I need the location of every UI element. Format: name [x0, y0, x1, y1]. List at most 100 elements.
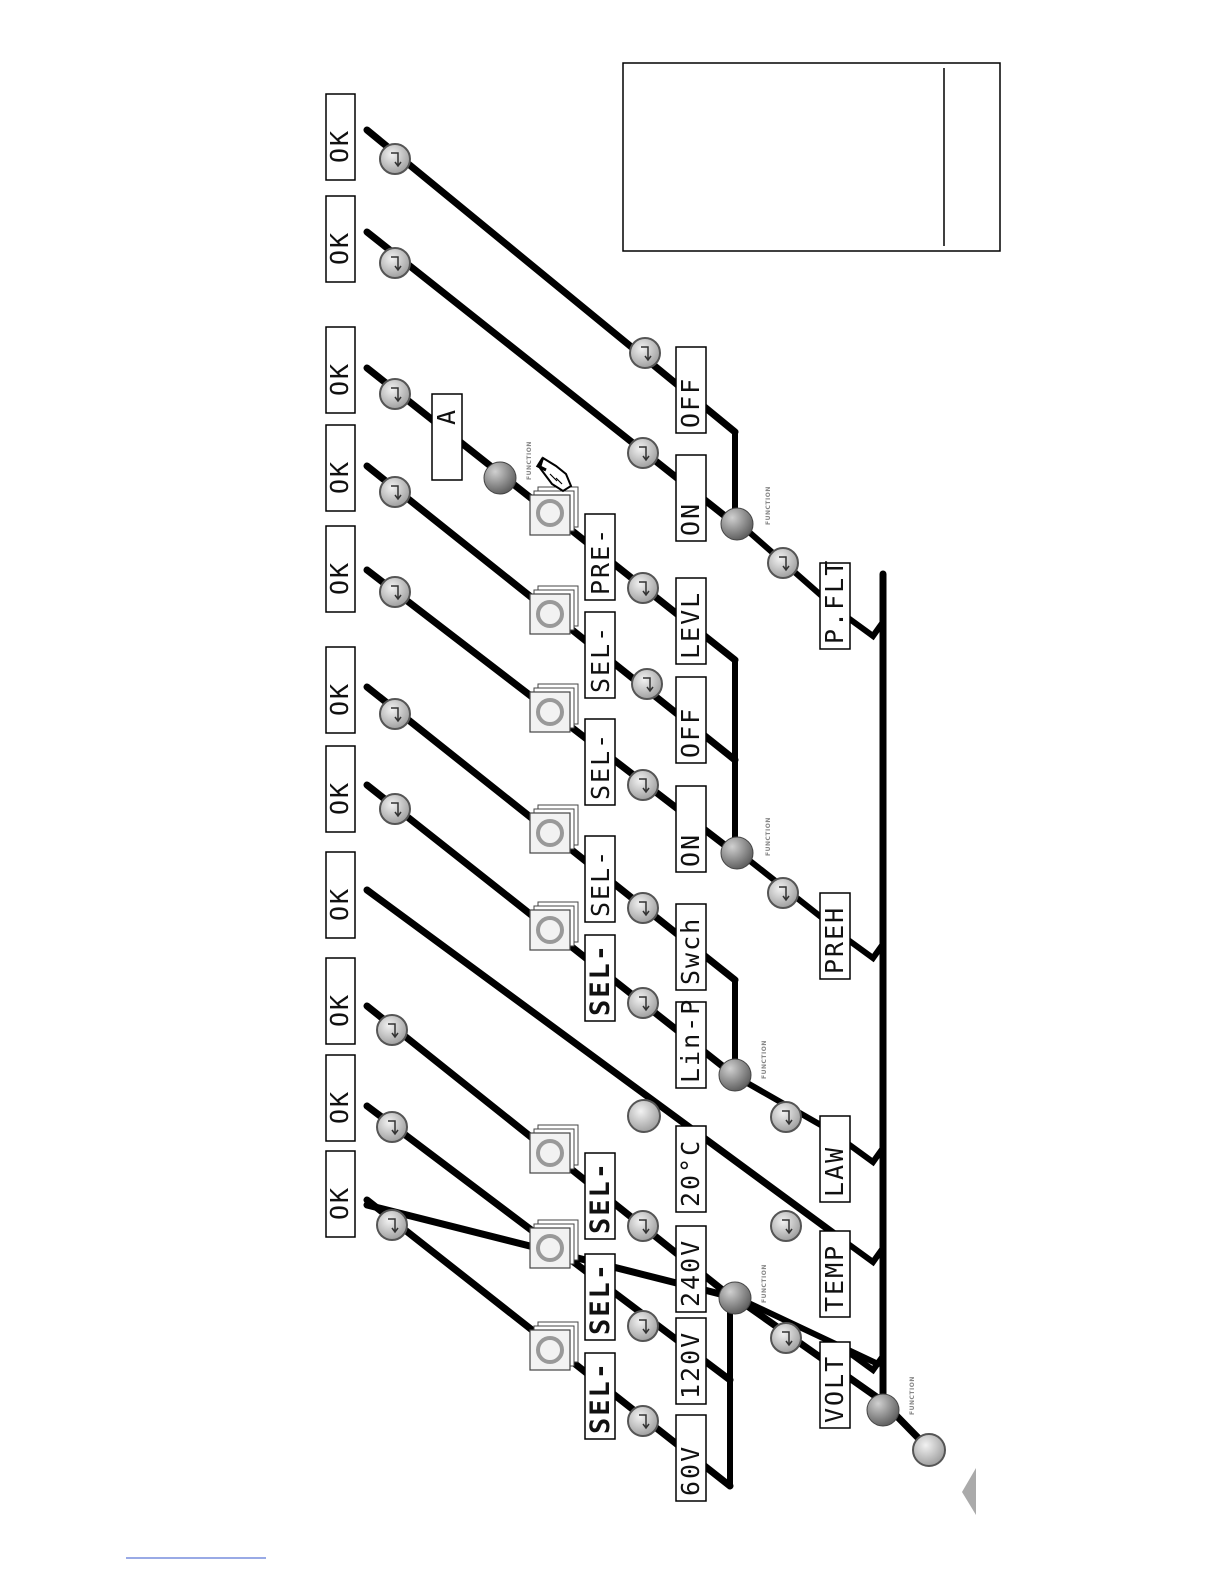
enter-button[interactable]	[771, 1211, 801, 1241]
preh-off-display: OFF	[676, 677, 706, 763]
enter-button[interactable]	[377, 1210, 407, 1240]
svg-text:OK: OK	[325, 362, 354, 396]
enter-button[interactable]	[628, 770, 658, 800]
svg-text:TEMP: TEMP	[820, 1244, 849, 1312]
enter-button[interactable]	[380, 794, 410, 824]
option-60v-display: 60V	[676, 1415, 706, 1501]
start-button[interactable]	[913, 1434, 945, 1466]
enter-button[interactable]	[628, 1211, 658, 1241]
enter-button[interactable]	[768, 548, 798, 578]
svg-text:OK: OK	[325, 1090, 354, 1124]
enter-button[interactable]	[380, 699, 410, 729]
enter-button[interactable]	[380, 379, 410, 409]
svg-text:P.FLT: P.FLT	[820, 559, 849, 644]
select-button[interactable]	[530, 1322, 578, 1370]
law-select-display: SEL-	[585, 935, 616, 1021]
enter-button[interactable]	[380, 577, 410, 607]
function-knob[interactable]: FUNCTION	[721, 817, 772, 869]
svg-text:FUNCTION: FUNCTION	[909, 1376, 916, 1415]
ok-display: OK	[325, 526, 355, 612]
select-button[interactable]	[530, 487, 578, 535]
function-knob[interactable]: FUNCTION	[719, 1040, 768, 1091]
select-button[interactable]	[530, 586, 578, 634]
menu-volt-display: VOLT	[820, 1342, 850, 1428]
svg-text:OFF: OFF	[676, 377, 705, 428]
enter-button[interactable]	[630, 338, 660, 368]
enter-button[interactable]	[380, 477, 410, 507]
enter-button[interactable]	[380, 144, 410, 174]
plain-button[interactable]	[628, 1100, 660, 1132]
enter-button[interactable]	[628, 1311, 658, 1341]
ok-displays: OK OK OK OK OK OK OK OK OK OK OK	[325, 94, 355, 1237]
page-corner-marker	[962, 1468, 976, 1515]
svg-text:SEL-: SEL-	[586, 849, 615, 917]
select-button[interactable]	[530, 684, 578, 732]
select-button[interactable]	[530, 805, 578, 853]
enter-button[interactable]	[380, 248, 410, 278]
ok-display: OK	[325, 647, 355, 733]
preh-on-display: ON	[676, 786, 706, 872]
ok-display: OK	[325, 1055, 355, 1141]
select-button[interactable]	[530, 1220, 578, 1268]
svg-text:240V: 240V	[676, 1239, 705, 1307]
svg-text:LEVL: LEVL	[676, 591, 705, 659]
enter-button[interactable]	[377, 1015, 407, 1045]
enter-button[interactable]	[628, 438, 658, 468]
ok-display: OK	[325, 327, 355, 413]
svg-text:OFF: OFF	[676, 707, 705, 758]
menu-pflt-display: P.FLT	[820, 559, 850, 649]
menu-temp-display: TEMP	[820, 1231, 850, 1317]
svg-text:SEL-: SEL-	[585, 1161, 616, 1234]
select-displays: SEL- SEL- SEL- SEL- SEL- SEL- SEL- PRE-	[585, 514, 616, 1439]
menu-preh-display: PREH	[820, 893, 850, 979]
svg-text:OK: OK	[325, 460, 354, 494]
svg-text:PRE-: PRE-	[586, 527, 615, 595]
pflt-on-display: ON	[676, 455, 706, 541]
svg-text:ON: ON	[676, 502, 705, 536]
svg-text:Swch: Swch	[676, 917, 705, 985]
preh-levl-display: LEVL	[676, 578, 706, 664]
svg-text:OK: OK	[325, 561, 354, 595]
svg-text:LAW: LAW	[820, 1146, 849, 1197]
svg-text:FUNCTION: FUNCTION	[761, 1040, 768, 1079]
svg-text:OK: OK	[325, 129, 354, 163]
enter-button[interactable]	[771, 1323, 801, 1353]
svg-text:120V: 120V	[676, 1331, 705, 1399]
function-knob[interactable]: FUNCTION	[484, 441, 533, 494]
menu-law-display: LAW	[820, 1116, 850, 1202]
ok-display: OK	[325, 425, 355, 511]
option-240v-display: 240V	[676, 1226, 706, 1312]
preh-select-display: SEL-	[585, 612, 615, 698]
volt-select-display: SEL-	[585, 1153, 616, 1239]
svg-text:OK: OK	[325, 231, 354, 265]
svg-text:FUNCTION: FUNCTION	[761, 1264, 768, 1303]
preh-level-select-display: PRE-	[585, 514, 615, 600]
select-button[interactable]	[530, 902, 578, 950]
enter-button[interactable]	[768, 878, 798, 908]
ok-display: OK	[325, 1151, 355, 1237]
function-knob[interactable]: FUNCTION	[867, 1376, 916, 1426]
svg-text:A: A	[432, 408, 461, 425]
svg-text:SEL-: SEL-	[585, 943, 616, 1016]
option-linp-display: Lin-P	[676, 998, 706, 1088]
law-select-display: SEL-	[585, 836, 615, 922]
ok-display: OK	[325, 958, 355, 1044]
info-box	[623, 63, 1000, 251]
enter-button[interactable]	[628, 988, 658, 1018]
volt-select-display: SEL-	[585, 1254, 616, 1340]
svg-text:SEL-: SEL-	[586, 625, 615, 693]
function-knob[interactable]: FUNCTION	[721, 486, 772, 540]
enter-button[interactable]	[377, 1112, 407, 1142]
svg-text:SEL-: SEL-	[585, 1361, 616, 1434]
svg-text:FUNCTION: FUNCTION	[765, 817, 772, 856]
ok-display: OK	[325, 196, 355, 282]
enter-button[interactable]	[628, 893, 658, 923]
enter-button[interactable]	[771, 1102, 801, 1132]
select-button[interactable]	[530, 1125, 578, 1173]
enter-button[interactable]	[632, 669, 662, 699]
pflt-off-display: OFF	[676, 347, 706, 433]
enter-button[interactable]	[628, 573, 658, 603]
a-display: A	[432, 394, 462, 480]
enter-button[interactable]	[628, 1406, 658, 1436]
svg-text:VOLT: VOLT	[820, 1355, 849, 1423]
